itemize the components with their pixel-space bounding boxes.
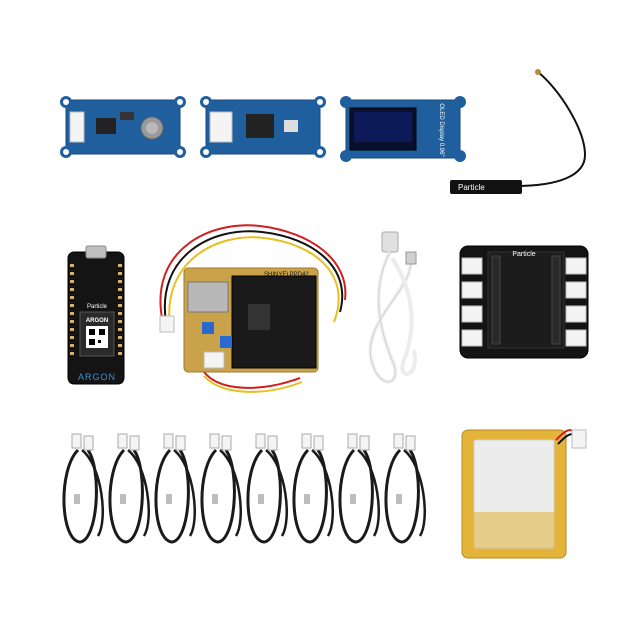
oled-label: OLED Display 0.96" <box>438 103 444 156</box>
air-quality-sensor-board <box>60 96 186 158</box>
grove-cables <box>62 433 426 544</box>
grove-cable <box>292 433 334 544</box>
grove-cable <box>338 433 380 544</box>
grove-cable <box>384 433 426 544</box>
dust-sensor-model: SHINYEI PPD42 <box>264 272 309 278</box>
argon-brand: Particle <box>87 304 108 310</box>
grove-cable <box>154 433 196 544</box>
antenna-brand: Particle <box>458 183 485 192</box>
argon-board: Particle ARGON ARGON <box>67 245 125 385</box>
grove-cable <box>62 433 104 544</box>
usb-cable <box>368 231 417 384</box>
featherwing-brand: Particle <box>512 251 535 258</box>
dust-sensor: SHINYEI PPD42 <box>159 224 347 393</box>
argon-name: ARGON <box>86 318 108 324</box>
grove-cable <box>200 433 242 544</box>
grove-featherwing: Particle <box>459 245 589 359</box>
argon-footer: ARGON <box>78 372 116 382</box>
oled-display-board: OLED Display 0.96" <box>340 96 466 162</box>
wifi-antenna: Particle <box>450 69 587 194</box>
grove-cable <box>108 433 150 544</box>
grove-cable <box>246 433 288 544</box>
lipo-battery <box>461 429 587 559</box>
temp-humidity-sensor-board <box>200 96 326 158</box>
